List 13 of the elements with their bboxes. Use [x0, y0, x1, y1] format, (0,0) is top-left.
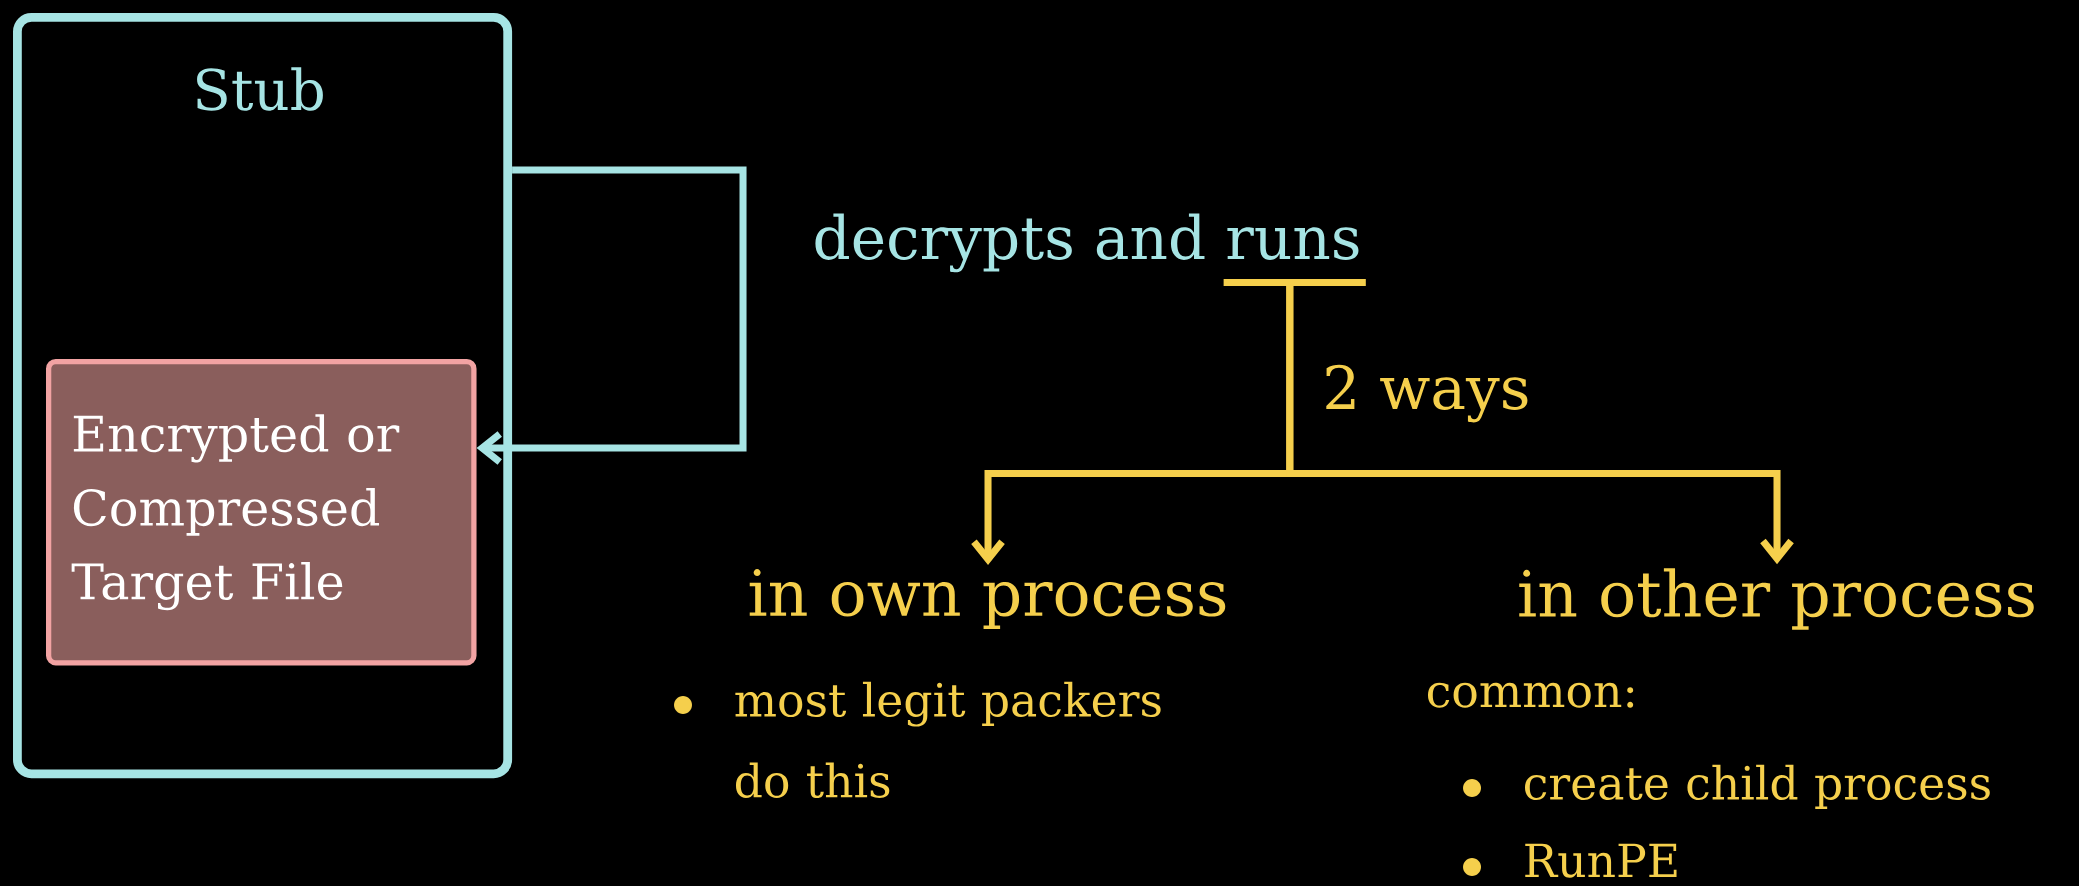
- stub-box: [13, 13, 513, 779]
- note-text: most legit packers do this: [735, 681, 1161, 798]
- file-box: Encrypted or Compressed Target File: [46, 359, 477, 666]
- arrow: [476, 166, 747, 465]
- note-text: common:: [1428, 682, 1634, 708]
- text-label: in other process: [1519, 568, 2034, 630]
- box-title: Stub: [197, 67, 323, 111]
- note-text: RunPE: [1525, 843, 1677, 878]
- text-label: in own process: [749, 569, 1226, 629]
- note-text: create child process: [1525, 764, 1990, 809]
- arrow: [1286, 284, 1794, 565]
- text-label: decrypts and runs: [815, 213, 1359, 273]
- edge-label: 2 ways: [1326, 364, 1528, 423]
